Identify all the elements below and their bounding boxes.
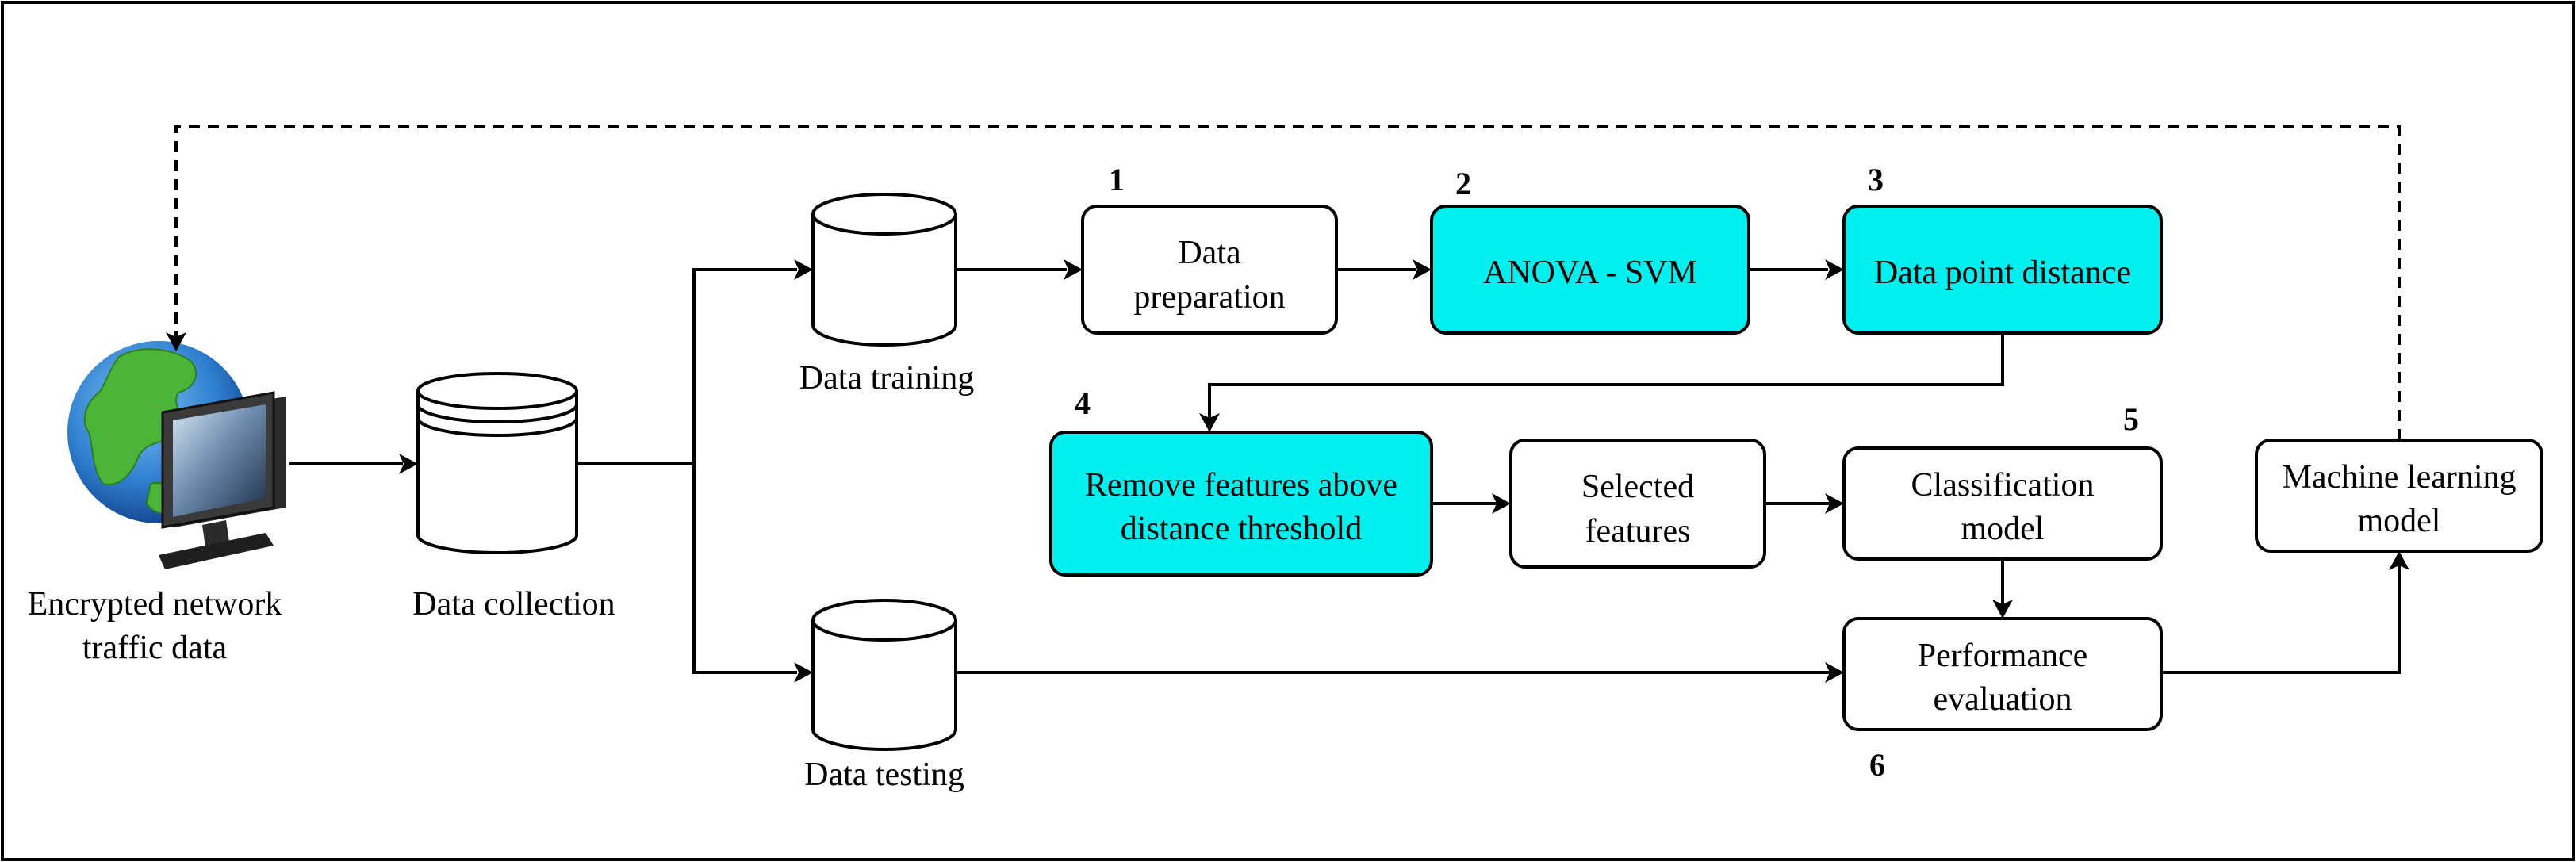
data-point-distance-label: Data point distance (1874, 255, 2131, 291)
arrowhead (1992, 600, 2013, 619)
arrow-split-to-testing (692, 464, 797, 674)
arrowhead (399, 454, 418, 474)
remove-features-line1: Remove features above (1085, 467, 1397, 504)
globe-monitor-icon (67, 341, 286, 569)
monitor-screen (173, 404, 266, 517)
data-preparation-line2: preparation (1133, 279, 1285, 316)
step-number-1: 1 (1109, 162, 1125, 197)
database-icon (416, 372, 578, 554)
arrow-distance-to-remove (1208, 333, 2004, 418)
classification-model-line2: model (1961, 511, 2045, 547)
arrowhead (1825, 662, 1844, 683)
machine-learning-model-line1: Machine learning (2282, 459, 2516, 496)
globe-land (83, 348, 197, 485)
step-number-5: 5 (2123, 401, 2139, 437)
arrowhead (1064, 259, 1083, 280)
step-number-4: 4 (1075, 385, 1091, 421)
arrowhead (2389, 551, 2409, 570)
step-number-2: 2 (1455, 166, 1471, 201)
encrypted-label-line2: traffic data (82, 630, 228, 666)
selected-features-line2: features (1585, 513, 1691, 550)
data-preparation-line1: Data (1178, 235, 1241, 271)
performance-evaluation-line1: Performance (1918, 638, 2088, 674)
arrowheads (166, 259, 2409, 683)
encrypted-label-line1: Encrypted network (28, 586, 282, 623)
step-number-6: 6 (1869, 747, 1885, 783)
arrow-performance-to-ml-model (2161, 565, 2401, 674)
connectors (174, 125, 2401, 674)
arrowhead (794, 259, 813, 280)
machine-learning-model-line2: model (2358, 503, 2441, 539)
arrow-split-to-training (692, 268, 797, 464)
training-cylinder-icon (811, 193, 957, 347)
testing-label: Data testing (804, 757, 964, 793)
arrowhead (1199, 413, 1220, 432)
classification-model-line1: Classification (1911, 467, 2095, 504)
arrowhead (1413, 259, 1432, 280)
remove-features-box (1049, 431, 1433, 577)
selected-features-line1: Selected (1581, 469, 1694, 505)
arrowhead (1825, 493, 1844, 514)
remove-features-line2: distance threshold (1121, 511, 1362, 547)
performance-evaluation-line2: evaluation (1934, 681, 2072, 718)
arrowhead (1492, 493, 1511, 514)
step-number-3: 3 (1868, 162, 1884, 197)
arrowhead (166, 332, 186, 351)
testing-cylinder-icon (811, 599, 957, 751)
anova-svm-label: ANOVA - SVM (1483, 255, 1697, 291)
collection-label: Data collection (412, 586, 615, 623)
arrowhead (794, 662, 813, 683)
monitor-base (159, 533, 274, 569)
training-label: Data training (799, 360, 974, 397)
dashed-feedback-ml-to-encrypted (174, 125, 2401, 440)
arrowhead (1825, 259, 1844, 280)
